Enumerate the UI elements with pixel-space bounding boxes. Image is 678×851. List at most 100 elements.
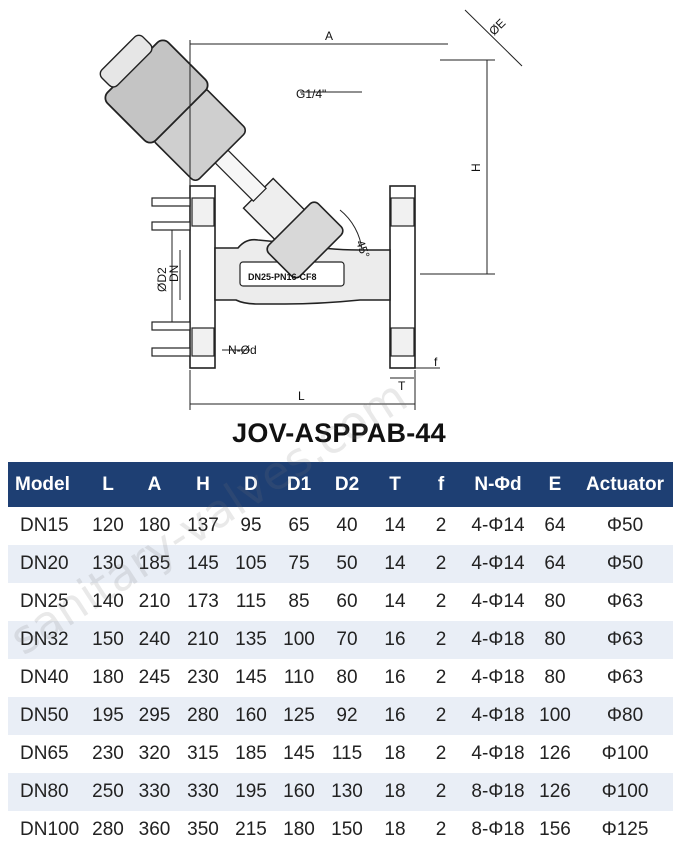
- table-cell: 16: [371, 621, 419, 659]
- model-cell: DN15: [20, 515, 69, 536]
- table-cell: 50: [323, 545, 371, 583]
- table-cell: 100: [533, 697, 577, 735]
- table-cell: 75: [275, 545, 323, 583]
- table-cell: 100: [275, 621, 323, 659]
- model-cell: DN20: [8, 545, 86, 583]
- table-cell: Φ50: [577, 545, 673, 583]
- model-cell: DN50: [8, 697, 86, 735]
- table-cell: 120: [92, 515, 124, 536]
- table-cell: 280: [92, 819, 124, 840]
- table-cell: 8-Φ18: [471, 819, 525, 840]
- table-cell: Φ63: [606, 667, 644, 688]
- column-header: Model: [8, 462, 86, 507]
- table-cell: 150: [331, 819, 363, 840]
- dim-a-label: A: [325, 29, 333, 43]
- table-cell: 80: [336, 667, 358, 688]
- port-label: G1/4": [296, 87, 326, 101]
- table-cell: Φ63: [577, 621, 673, 659]
- table-cell: 280: [179, 697, 227, 735]
- product-title: JOV-ASPPAB-44: [232, 418, 446, 448]
- table-cell: 160: [227, 697, 275, 735]
- table-cell: 18: [371, 773, 419, 811]
- table-cell: 130: [86, 545, 130, 583]
- table-cell: 80: [533, 621, 577, 659]
- column-header: N-Φd: [463, 462, 533, 507]
- column-header: D1: [275, 462, 323, 507]
- table-cell: 14: [371, 545, 419, 583]
- table-cell: 65: [288, 515, 310, 536]
- table-cell: 80: [544, 667, 566, 688]
- table-cell: Φ125: [601, 819, 649, 840]
- table-cell: 2: [435, 515, 447, 536]
- table-cell: 135: [227, 621, 275, 659]
- valve-drawing: A ØE H L T f ØD2 DN G1/4" 45° N-Ød DN25-…: [99, 9, 523, 410]
- table-cell: 295: [130, 697, 179, 735]
- table-cell: 145: [283, 743, 315, 764]
- table-cell: 145: [179, 545, 227, 583]
- dim-l-label: L: [298, 389, 305, 403]
- table-cell: 14: [384, 591, 406, 612]
- actuator-assembly: [99, 34, 344, 279]
- model-cell: DN80: [8, 773, 86, 811]
- column-header: D2: [323, 462, 371, 507]
- table-cell: 350: [187, 819, 219, 840]
- table-cell: 2: [419, 621, 463, 659]
- model-cell: DN32: [8, 621, 86, 659]
- table-cell: 210: [138, 591, 171, 612]
- table-cell: 4-Φ14: [471, 591, 525, 612]
- table-cell: 4-Φ18: [471, 743, 525, 764]
- angle-label: 45°: [353, 238, 372, 260]
- table-cell: 4-Φ18: [463, 697, 533, 735]
- table-cell: 18: [384, 819, 406, 840]
- table-cell: 4-Φ14: [471, 515, 525, 536]
- table-cell: 180: [92, 667, 124, 688]
- table-cell: 160: [275, 773, 323, 811]
- table-cell: 60: [336, 591, 358, 612]
- table-cell: 14: [384, 515, 406, 536]
- table-cell: 230: [187, 667, 219, 688]
- dim-d2-label: ØD2: [155, 267, 169, 292]
- dim-f-label: f: [434, 355, 438, 369]
- model-cell: DN65: [20, 743, 69, 764]
- table-cell: 180: [283, 819, 315, 840]
- table-cell: 360: [138, 819, 171, 840]
- column-header: E: [533, 462, 577, 507]
- table-cell: 4-Φ18: [463, 621, 533, 659]
- model-cell: DN25: [20, 591, 69, 612]
- table-cell: 245: [138, 667, 171, 688]
- table-cell: 80: [544, 591, 566, 612]
- dim-dn-label: DN: [167, 265, 181, 282]
- table-cell: 330: [179, 773, 227, 811]
- dim-t-label: T: [398, 379, 406, 393]
- table-cell: 145: [235, 667, 267, 688]
- table-cell: 18: [384, 743, 406, 764]
- table-cell: 16: [384, 667, 406, 688]
- table-cell: 2: [419, 697, 463, 735]
- table-cell: 230: [92, 743, 124, 764]
- table-cell: 137: [187, 515, 219, 536]
- column-header: A: [130, 462, 179, 507]
- column-header: Actuator: [577, 462, 673, 507]
- table-cell: 156: [539, 819, 571, 840]
- table-cell: 40: [336, 515, 358, 536]
- body-marking: DN25-PN16-CF8: [248, 272, 317, 282]
- table-cell: 195: [227, 773, 275, 811]
- column-header: T: [371, 462, 419, 507]
- table-cell: 115: [235, 591, 267, 612]
- table-cell: 126: [539, 743, 571, 764]
- table-cell: 126: [533, 773, 577, 811]
- table-cell: Φ50: [606, 515, 644, 536]
- table-cell: 320: [138, 743, 171, 764]
- table-cell: 2: [435, 667, 447, 688]
- table-cell: 4-Φ14: [463, 545, 533, 583]
